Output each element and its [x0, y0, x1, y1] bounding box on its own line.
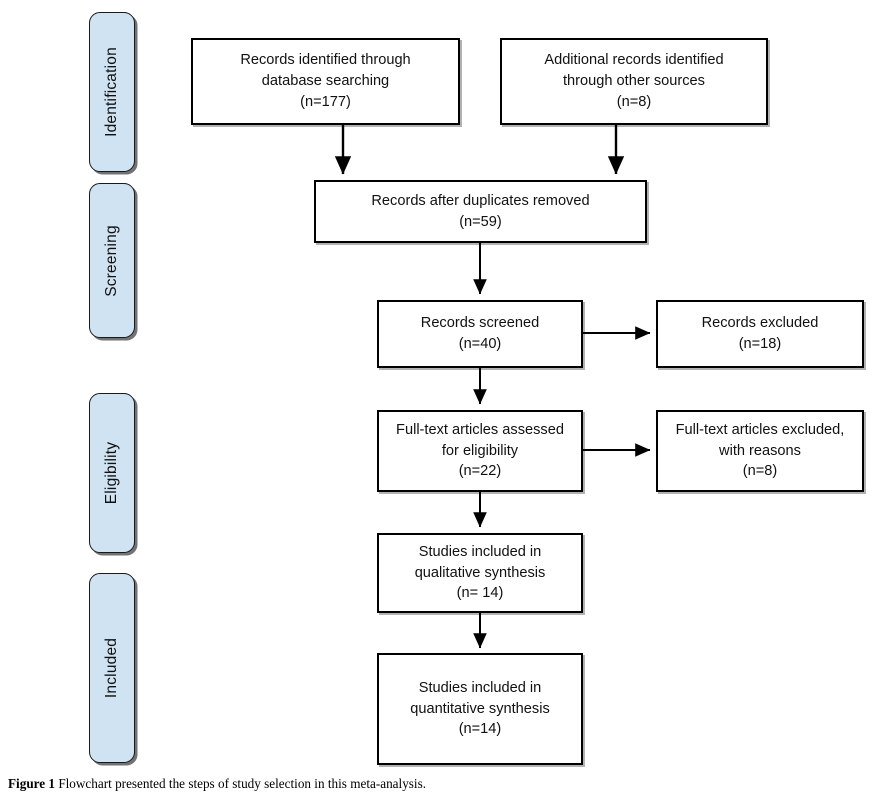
box-additional-records: Additional records identified through ot…: [500, 38, 768, 125]
stage-label-screening: Screening: [103, 224, 120, 297]
figure-caption-text: Flowchart presented the steps of study s…: [58, 776, 427, 791]
box-records-identified: Records identified through database sear…: [191, 38, 460, 125]
box-fulltext-assessed: Full-text articles assessed for eligibil…: [377, 410, 583, 492]
box-after-duplicates-label: Records after duplicates removed (n=59): [371, 192, 590, 230]
box-after-duplicates: Records after duplicates removed (n=59): [314, 180, 647, 243]
box-qualitative-synthesis-label: Studies included in qualitative synthesi…: [414, 543, 546, 602]
box-fulltext-assessed-label: Full-text articles assessed for eligibil…: [396, 421, 564, 480]
box-fulltext-excluded-label: Full-text articles excluded, with reason…: [675, 421, 845, 480]
box-records-screened: Records screened (n=40): [377, 300, 583, 368]
box-records-excluded: Records excluded (n=18): [656, 300, 864, 368]
figure-caption: Figure 1 Flowchart presented the steps o…: [8, 776, 872, 792]
box-records-excluded-label: Records excluded (n=18): [701, 315, 819, 352]
box-quantitative-synthesis-label: Studies included in quantitative synthes…: [410, 679, 550, 738]
box-additional-records-label: Additional records identified through ot…: [544, 52, 724, 110]
stage-pill-screening: Screening: [89, 183, 135, 338]
box-fulltext-excluded: Full-text articles excluded, with reason…: [656, 410, 864, 492]
stage-pill-identification: Identification: [89, 12, 135, 172]
stage-label-identification: Identification: [103, 47, 120, 137]
stage-label-included: Included: [103, 637, 120, 699]
stage-label-eligibility: Eligibility: [103, 441, 120, 505]
stage-pill-eligibility: Eligibility: [89, 393, 135, 553]
box-qualitative-synthesis: Studies included in qualitative synthesi…: [377, 533, 583, 613]
box-records-identified-label: Records identified through database sear…: [240, 52, 411, 110]
box-records-screened-label: Records screened (n=40): [420, 315, 540, 352]
box-quantitative-synthesis: Studies included in quantitative synthes…: [377, 653, 583, 765]
figure-caption-label: Figure 1: [8, 776, 56, 791]
stage-pill-included: Included: [89, 573, 135, 763]
